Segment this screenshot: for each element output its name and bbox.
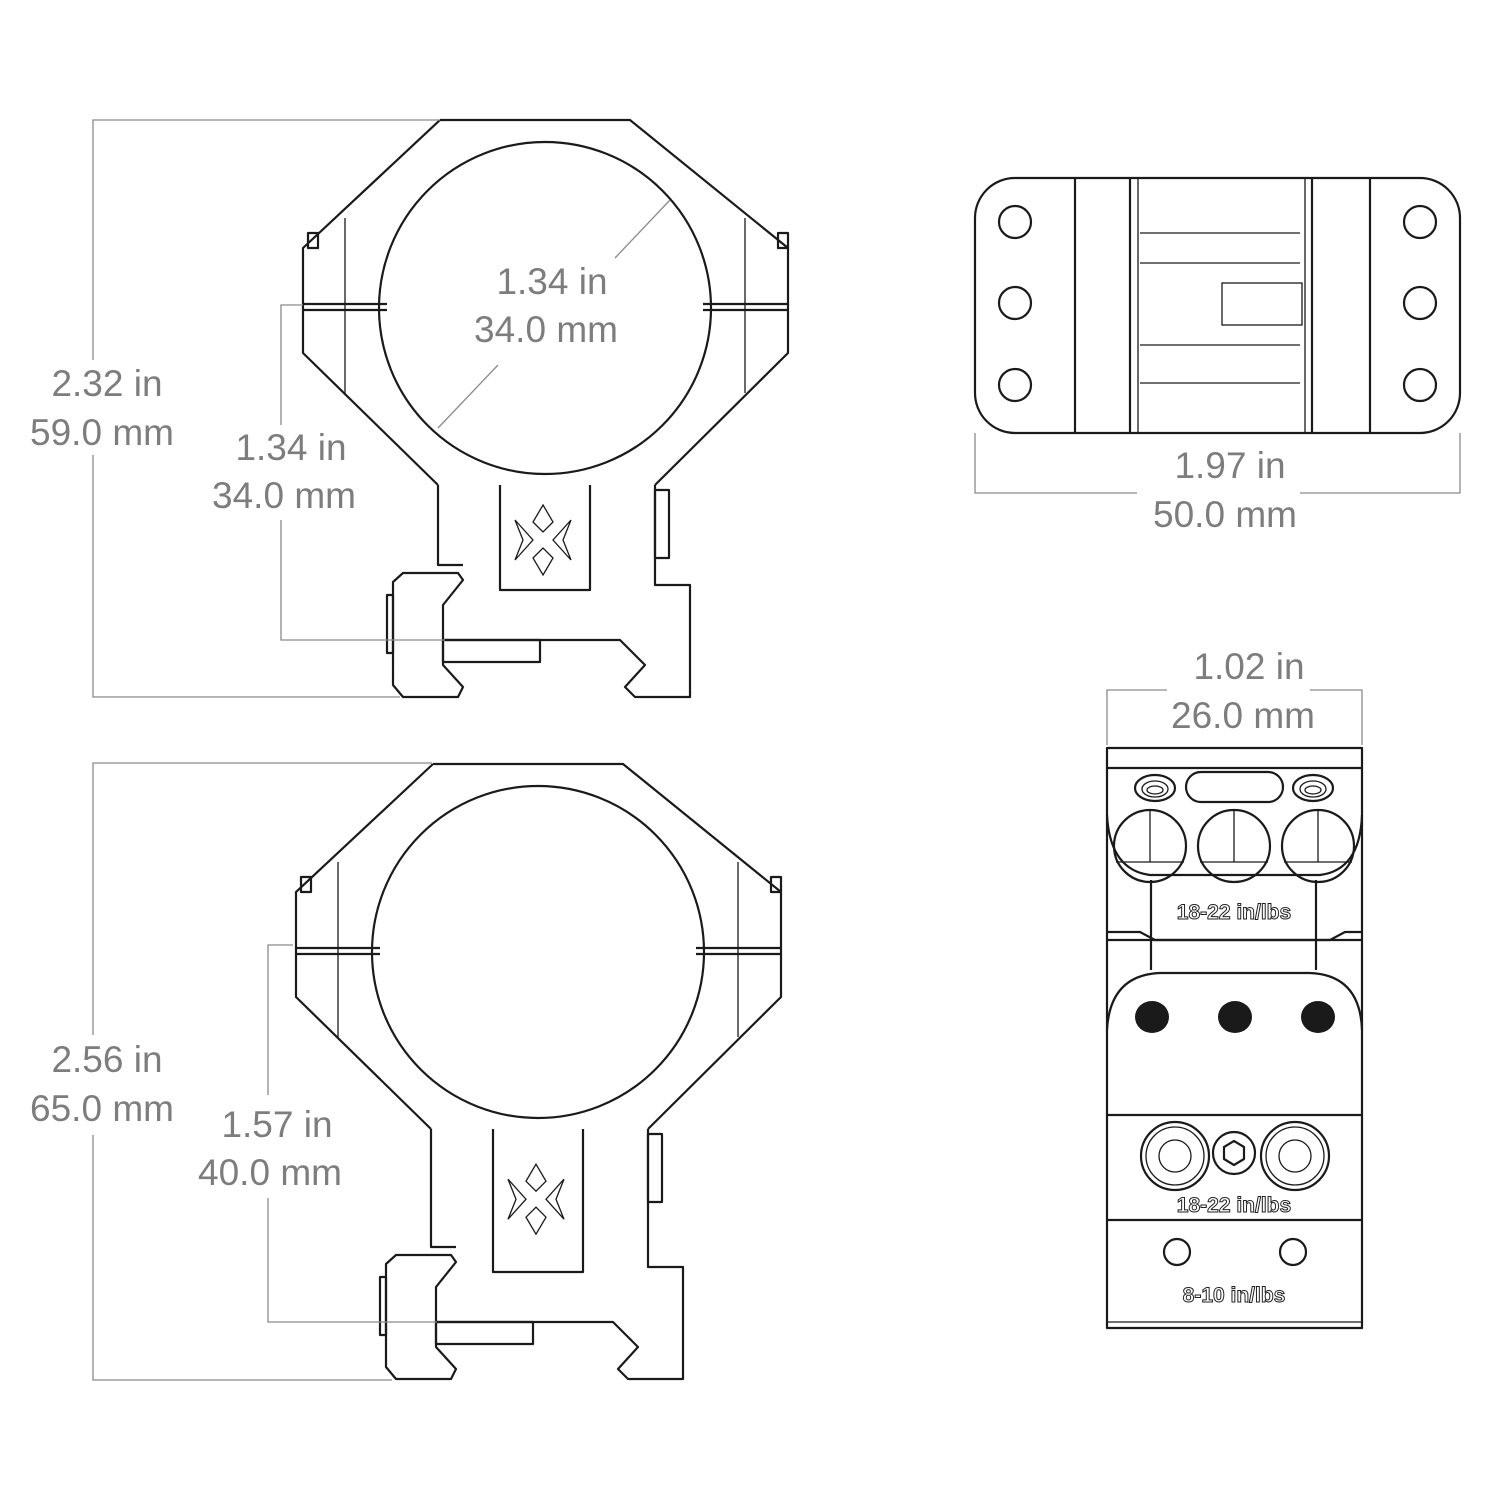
total-height-line [92, 762, 432, 1035]
clamp [391, 571, 465, 699]
top-view [973, 176, 1462, 494]
ring-outline [294, 762, 783, 1130]
tube-bore [377, 140, 713, 476]
clamp-knob [378, 1275, 388, 1337]
center-height-line [280, 304, 303, 425]
side-tab [306, 231, 320, 250]
ring-high-dimension-lines [92, 762, 437, 1381]
base [436, 485, 692, 699]
ring-low-center-height-in: 1.34 in [235, 427, 346, 468]
clamp-knob [385, 593, 395, 655]
torque-label-middle: 18-22 in/lbs [1177, 1194, 1291, 1217]
side-view-width-in: 1.02 in [1193, 646, 1304, 687]
diameter-line [614, 199, 671, 259]
side-tab [769, 875, 783, 894]
side-stud [646, 1132, 664, 1204]
hole [997, 204, 1033, 240]
ring-high-total-height-in: 2.56 in [51, 1039, 162, 1080]
ring-low-total-height-in: 2.32 in [51, 363, 162, 404]
hole [1402, 367, 1438, 403]
torque-label-top: 18-22 in/lbs [1177, 901, 1291, 924]
side-tab [299, 875, 313, 894]
scope-ring-low [301, 118, 790, 699]
cross-bar [441, 638, 542, 664]
center-height-line [267, 944, 293, 1095]
logo-icon [514, 503, 572, 577]
torque-label-bottom: 8-10 in/lbs [1183, 1284, 1286, 1307]
hole [1402, 285, 1438, 321]
base [429, 1129, 685, 1381]
mounting-holes [997, 204, 1438, 403]
cross-bar [434, 1320, 535, 1346]
side-view [1105, 689, 1364, 1330]
clamp [384, 1253, 458, 1381]
logo-icon [507, 1162, 565, 1236]
tube-diameter-in: 1.34 in [496, 261, 607, 302]
ring-low-total-height-mm: 59.0 mm [30, 412, 174, 453]
top-view-length-in: 1.97 in [1174, 445, 1285, 486]
ring-low-center-height-mm: 34.0 mm [212, 475, 356, 516]
hole [1402, 204, 1438, 240]
ring-high-center-height-mm: 40.0 mm [198, 1152, 342, 1193]
side-tab [776, 231, 790, 250]
hole [997, 285, 1033, 321]
ring-high-center-height-in: 1.57 in [221, 1104, 332, 1145]
ring-low-dimension-lines [92, 119, 671, 698]
total-height-line [92, 119, 440, 360]
scope-ring-high [294, 762, 783, 1381]
ring-outline [301, 118, 790, 486]
hole [997, 367, 1033, 403]
top-view-length-mm: 50.0 mm [1153, 494, 1297, 535]
tube-diameter-mm: 34.0 mm [474, 309, 618, 350]
side-view-width-mm: 26.0 mm [1171, 695, 1315, 736]
ring-high-total-height-mm: 65.0 mm [30, 1088, 174, 1129]
tube-bore [370, 784, 706, 1120]
side-stud [653, 488, 671, 560]
